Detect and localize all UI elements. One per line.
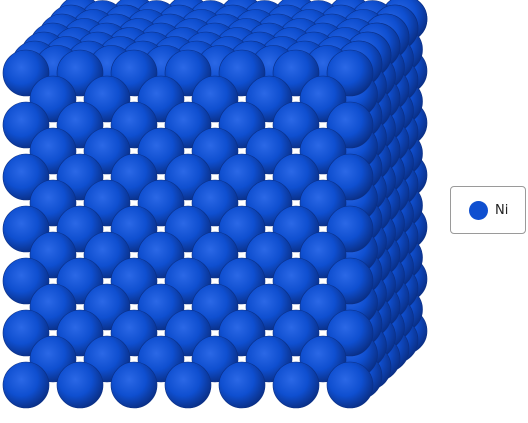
- atom: [56, 361, 104, 409]
- atom: [164, 361, 212, 409]
- atoms-group: [2, 0, 428, 409]
- atom: [272, 361, 320, 409]
- ni-color-swatch: [469, 200, 488, 220]
- atom: [326, 361, 374, 409]
- atom: [2, 361, 50, 409]
- legend-label-ni: Ni: [495, 202, 509, 218]
- atom: [218, 361, 266, 409]
- element-legend: Ni: [450, 186, 526, 234]
- atom: [110, 361, 158, 409]
